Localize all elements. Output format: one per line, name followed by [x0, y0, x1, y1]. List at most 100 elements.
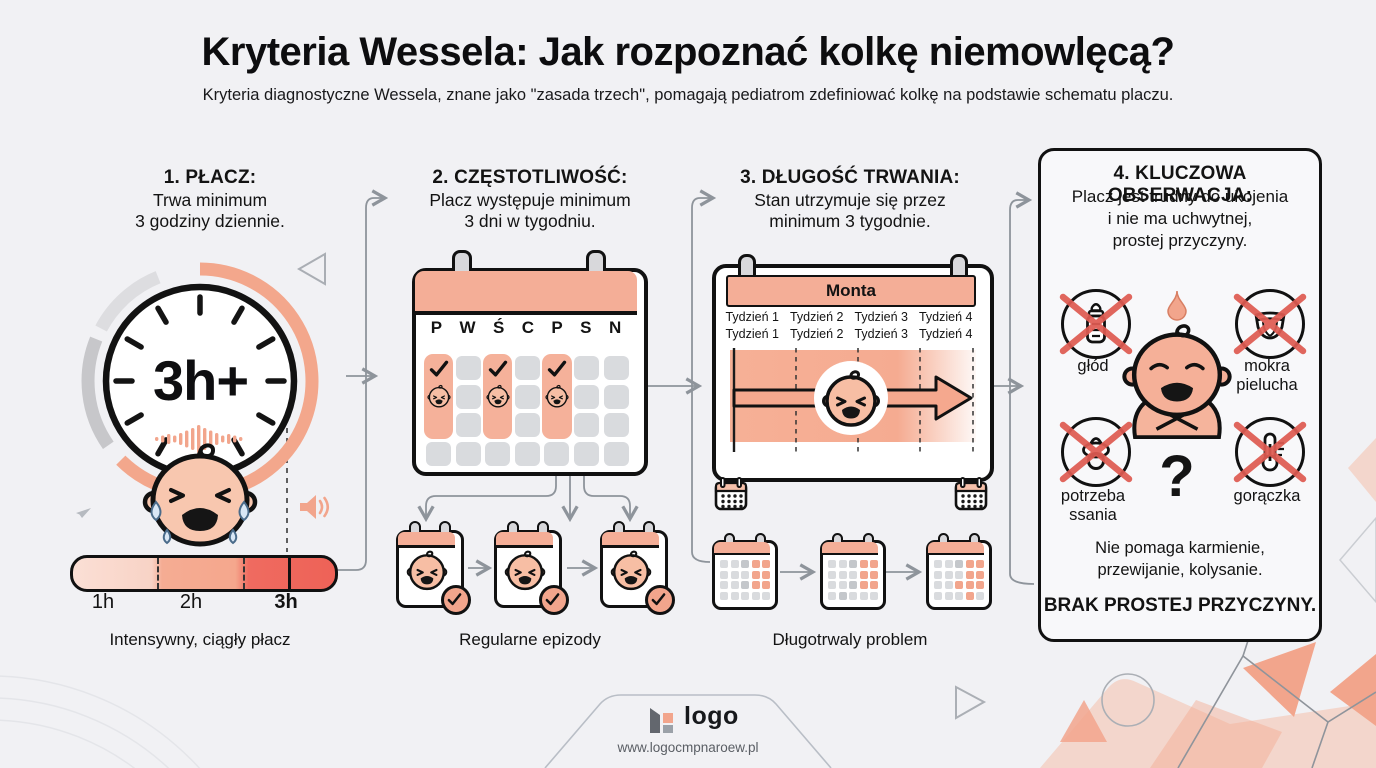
mini-calendar-cell	[955, 560, 964, 568]
footer-url: www.logocmpnaroew.pl	[617, 740, 759, 755]
mini-calendar-cell	[762, 581, 771, 590]
bar-divider-2h	[243, 558, 245, 589]
day-letters-row: P W Ś C P S N	[422, 318, 630, 338]
month-calendar: Monta Tydzień 1 Tydzień 2 Tydzień 3 Tydz…	[712, 254, 994, 482]
mini-calendar-cell	[976, 581, 985, 590]
check-badge	[441, 585, 471, 615]
mini-calendar-cell	[955, 570, 964, 579]
section2-line2: 3 dni w tygodniu.	[464, 211, 596, 232]
mini-calendar-cell	[720, 591, 728, 600]
section2-caption: Regularne epizody	[459, 630, 601, 649]
calendar-cell	[603, 441, 629, 466]
mini-calendar-cell	[751, 591, 760, 600]
mini-calendar-cell	[730, 591, 739, 600]
mini-calendar-cell	[730, 560, 739, 568]
fever-label: gorączka	[1233, 487, 1301, 505]
section1-heading: 1. PŁACZ:	[163, 167, 257, 188]
week-label: Tydzień 2	[789, 310, 844, 324]
paper-plane-decor	[76, 508, 91, 518]
clock-value: 3h+	[152, 349, 249, 412]
section2-line1: Placz występuje minimum	[429, 189, 631, 210]
arc-lines-decor	[0, 675, 201, 768]
mini-calendar-cell	[849, 581, 858, 590]
mini-calendar-cell	[934, 581, 942, 590]
calendar-cell	[514, 384, 540, 409]
logo-text: logo	[684, 702, 739, 730]
week-calendar: P W Ś C P S N	[412, 250, 648, 476]
calendar-cell	[574, 384, 599, 409]
cross-out-icon	[1226, 408, 1314, 496]
calendar-cell	[455, 384, 481, 409]
episode-calendar	[396, 521, 471, 615]
section4-line2: i nie ma uchwytnej,	[1107, 209, 1253, 228]
check-icon	[651, 592, 666, 607]
section1-caption: Intensywny, ciągły płacz	[109, 630, 291, 649]
mini-calendar-cell	[762, 560, 771, 568]
sucking-need-label: potrzeba ssania	[1037, 487, 1149, 525]
bar-divider-1h	[157, 558, 159, 589]
no-fever-icon	[1235, 417, 1305, 487]
calendar-cell	[603, 356, 629, 380]
calendar-cell	[603, 384, 629, 409]
calendar-cell	[455, 441, 481, 466]
day-letter: P	[551, 318, 563, 337]
mini-calendar-cell	[828, 560, 836, 568]
mini-calendar-cell	[934, 560, 942, 568]
calendar-header	[415, 271, 637, 315]
mini-calendar-cell	[849, 591, 858, 600]
check-icon	[545, 592, 560, 607]
mini-calendar-cell	[955, 591, 964, 600]
check-badge	[539, 585, 569, 615]
logo-square-accent	[663, 713, 673, 723]
calendar-cell	[514, 356, 540, 380]
crying-duration-bar	[70, 555, 338, 592]
mini-calendar-cell	[751, 570, 760, 579]
mini-calendar-cell	[944, 591, 953, 600]
mini-calendar-cell	[870, 570, 879, 579]
mini-calendar-cell	[730, 581, 739, 590]
mini-calendar-cell	[934, 570, 942, 579]
logo-bar	[650, 708, 660, 733]
calendar-header	[714, 542, 770, 555]
page-subtitle: Kryteria diagnostyczne Wessela, znane ja…	[202, 86, 1174, 104]
calendar-cell	[574, 413, 599, 437]
wet-diaper-label: mokra pielucha	[1211, 357, 1323, 395]
section4-conclusion: BRAK PROSTEJ PRZYCZYNY.	[1043, 595, 1317, 616]
mini-calendar-cell	[870, 560, 879, 568]
mini-calendar-cell	[859, 581, 868, 590]
mini-calendar-cell	[741, 591, 750, 600]
sucking-need-label-line2: ssania	[1069, 505, 1117, 524]
section3-heading: 3. DŁUGOŚĆ TRWANIA:	[740, 167, 960, 188]
key-observation-box: 4. KLUCZOWA OBSERWACJA: Placz jest trudn…	[1038, 148, 1322, 642]
mini-calendar-cell	[944, 570, 953, 579]
check-badge	[645, 585, 675, 615]
section4-line1: Placz jest trudny do ukojenia	[1071, 187, 1289, 206]
no-sucking-icon	[1061, 417, 1131, 487]
wet-diaper-label-line2: pielucha	[1236, 375, 1298, 394]
logo-square-gray	[663, 725, 673, 733]
mini-calendar-cell	[934, 591, 942, 600]
section3-caption: Długotrwaly problem	[772, 630, 928, 649]
mini-calendar-cell	[976, 560, 985, 568]
calendar-cell	[544, 441, 570, 466]
baby-face-icon	[610, 549, 652, 591]
mini-calendar-cell	[838, 581, 847, 590]
day-letter: S	[580, 318, 592, 337]
mini-calendar-cell	[870, 581, 879, 590]
mini-calendar-cell	[976, 570, 985, 579]
no-wet-diaper-icon	[1235, 289, 1305, 359]
mini-calendar-cell	[828, 591, 836, 600]
mini-calendar-cell	[730, 570, 739, 579]
section1-title: 1. PŁACZ: Trwa minimum 3 godziny dzienni…	[60, 166, 360, 233]
mini-calendar-cell	[741, 581, 750, 590]
calendar-cell	[574, 441, 599, 466]
mini-calendar-cell	[944, 581, 953, 590]
section1-line1: Trwa minimum	[152, 189, 268, 210]
episode-calendar	[600, 521, 675, 615]
highlighted-day-column	[483, 354, 513, 439]
week-labels-row: Tydzień 1 Tydzień 2 Tydzień 3 Tydzień 4	[720, 310, 978, 324]
start-date-calendar-icon	[713, 476, 749, 512]
mini-calendar-cell	[751, 560, 760, 568]
week-label: Tydzień 4	[918, 327, 973, 341]
